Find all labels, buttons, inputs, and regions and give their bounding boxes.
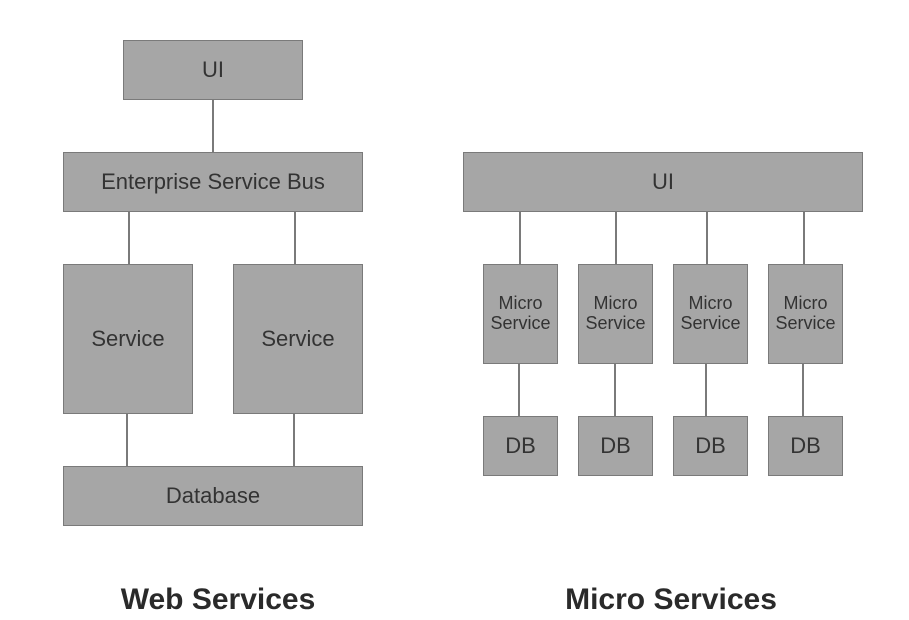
micro-service-label-line2: Service [585,313,646,333]
micro-service-box-3: Micro Service [673,264,748,364]
micro-service-label-line2: Service [680,313,741,333]
db-box-2: DB [578,416,653,476]
connector-ui-micro-3 [706,211,708,264]
micro-service-label-3: Micro Service [680,293,741,334]
micro-service-label-line2: Service [490,313,551,333]
connector-esb-service-1 [128,211,130,264]
micro-service-label-line1: Micro [498,293,543,314]
db-label-4: DB [790,432,821,458]
service-box-1: Service [63,264,193,414]
connector-micro-db-3 [705,363,707,416]
db-box-3: DB [673,416,748,476]
micro-service-label-1: Micro Service [490,293,551,334]
connector-service-2-db [293,413,295,466]
connector-ui-micro-2 [615,211,617,264]
esb-box: Enterprise Service Bus [63,152,363,212]
esb-label: Enterprise Service Bus [101,168,325,194]
connector-micro-db-1 [518,363,520,416]
micro-service-box-1: Micro Service [483,264,558,364]
micro-service-label-line1: Micro [593,293,638,314]
ws-ui-box: UI [123,40,303,100]
connector-ui-esb [212,99,214,152]
micro-service-box-2: Micro Service [578,264,653,364]
ms-ui-box: UI [463,152,863,212]
db-label-1: DB [505,432,536,458]
micro-service-label-line1: Micro [688,293,733,314]
micro-services-caption: Micro Services [565,583,777,616]
ms-ui-label: UI [652,168,674,194]
db-label-2: DB [600,432,631,458]
database-box: Database [63,466,363,526]
ws-ui-label: UI [202,56,224,82]
service-label-1: Service [91,325,165,351]
database-label: Database [165,482,261,508]
connector-micro-db-2 [614,363,616,416]
micro-service-label-line2: Service [775,313,836,333]
service-box-2: Service [233,264,363,414]
micro-service-box-4: Micro Service [768,264,843,364]
db-box-4: DB [768,416,843,476]
connector-micro-db-4 [802,363,804,416]
db-label-3: DB [695,432,726,458]
connector-esb-service-2 [294,211,296,264]
connector-ui-micro-4 [803,211,805,264]
db-box-1: DB [483,416,558,476]
connector-ui-micro-1 [519,211,521,264]
connector-service-1-db [126,413,128,466]
service-label-2: Service [261,325,335,351]
micro-service-label-4: Micro Service [775,293,836,334]
web-services-caption: Web Services [120,583,316,616]
micro-service-label-line1: Micro [783,293,828,314]
micro-service-label-2: Micro Service [585,293,646,334]
